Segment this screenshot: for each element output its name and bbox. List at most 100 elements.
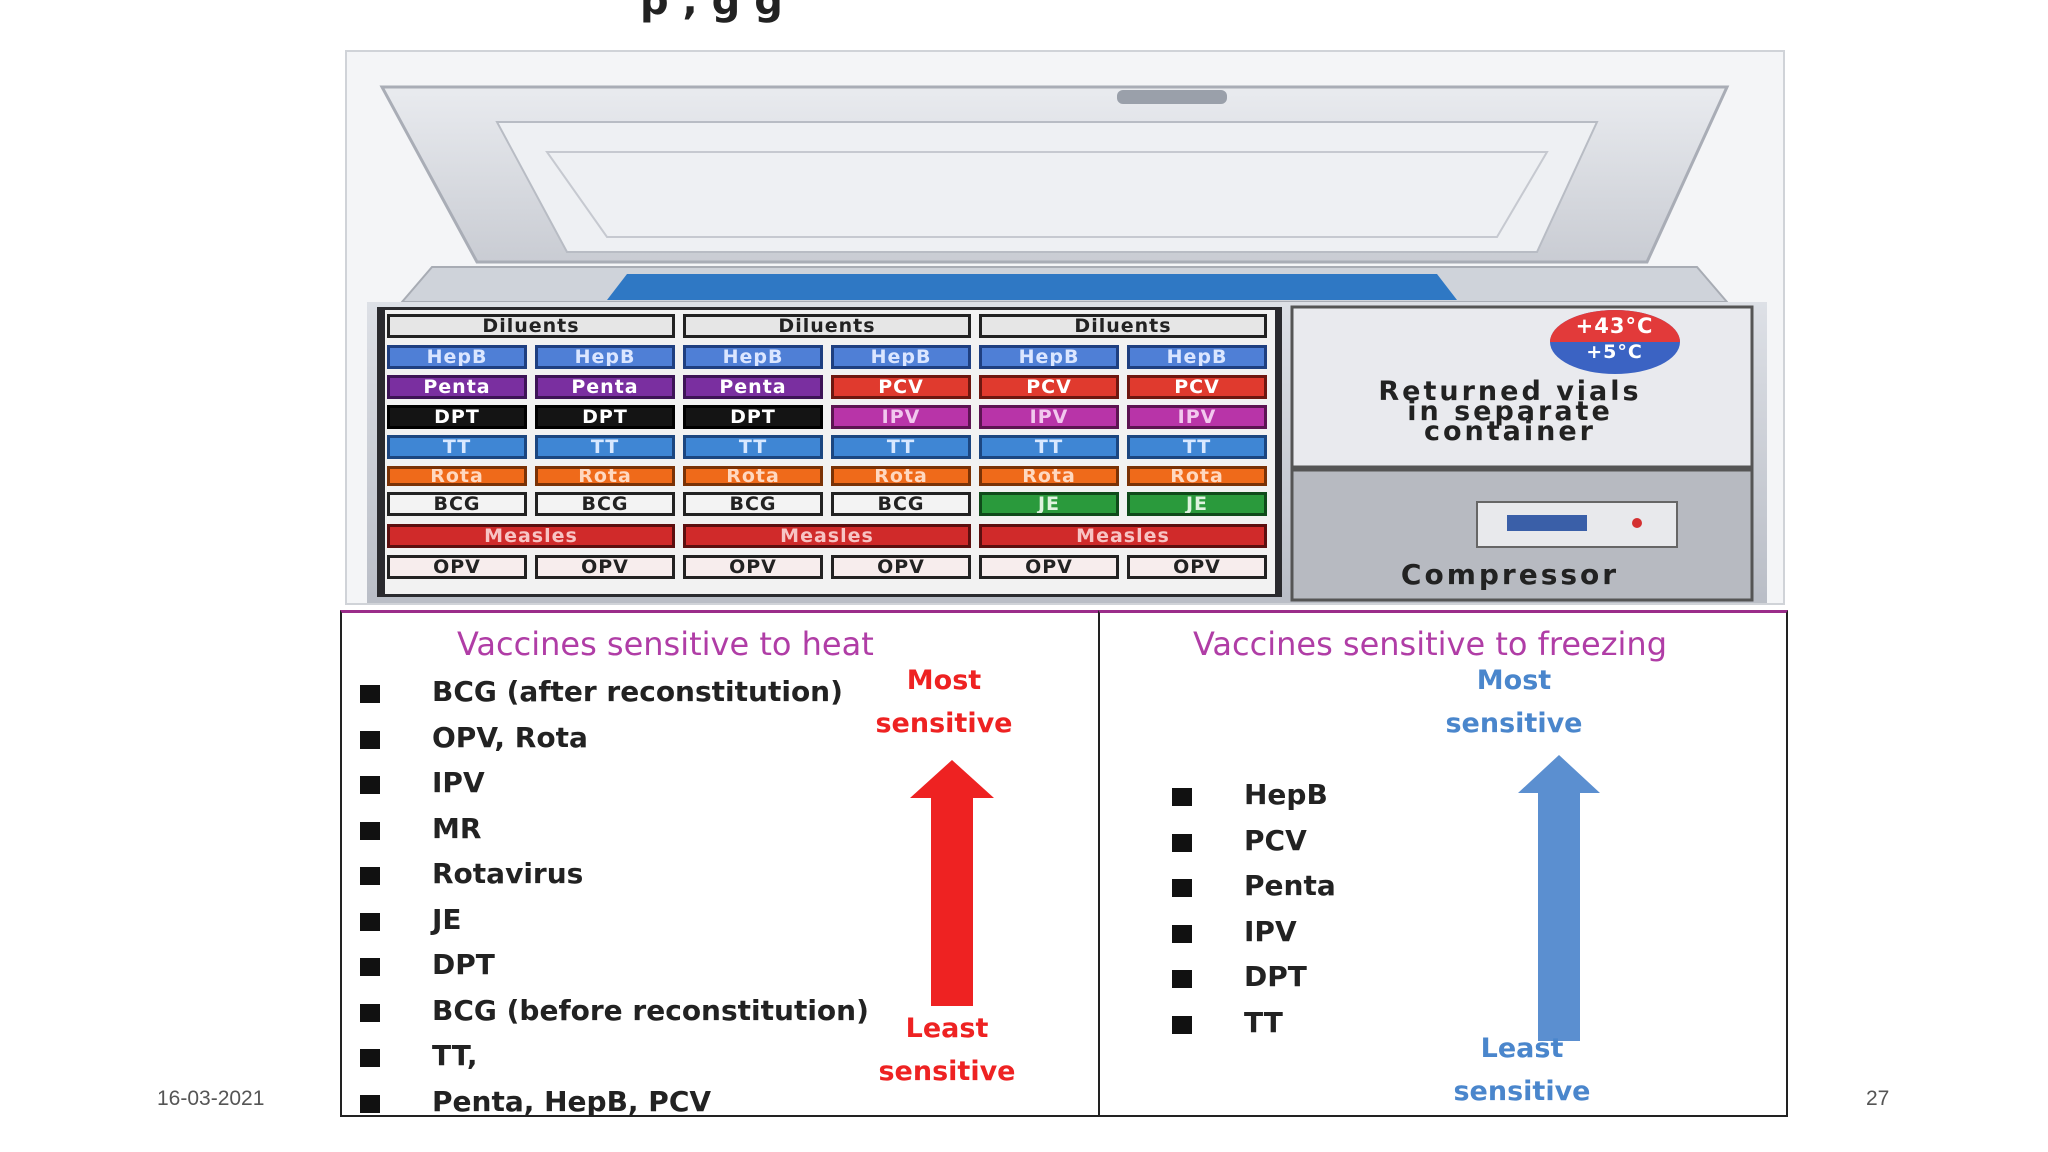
- vaccine-compartment-label: JE: [1127, 492, 1267, 516]
- slide-title-text: p , g g: [640, 0, 783, 24]
- heat-least-label-line1: Least: [905, 1013, 989, 1044]
- vaccine-name: IPV: [432, 766, 485, 799]
- freezing-most-label-line1: Most: [1476, 665, 1552, 696]
- temp-high-label: +43°C: [1575, 314, 1654, 338]
- vaccine-compartment-label: PCV: [979, 375, 1119, 399]
- vaccine-compartment-label: OPV: [979, 555, 1119, 579]
- vaccine-compartment-label: HepB: [831, 345, 971, 369]
- vaccine-compartment-label: OPV: [683, 555, 823, 579]
- vaccine-compartment-label: TT: [683, 435, 823, 459]
- vaccine-compartment-label: Diluents: [979, 314, 1267, 338]
- square-bullet-icon: [1172, 1015, 1192, 1034]
- vaccine-compartment-label: BCG: [387, 492, 527, 516]
- square-bullet-icon: [360, 867, 380, 885]
- vaccine-name: DPT: [1244, 960, 1307, 993]
- square-bullet-icon: [360, 1003, 380, 1022]
- square-bullet-icon: [1172, 788, 1192, 806]
- vaccine-compartment-label: BCG: [535, 492, 675, 516]
- vaccine-compartment-label: BCG: [831, 492, 971, 516]
- vaccine-compartment-label: Penta: [387, 375, 527, 399]
- freezing-least-label-line2: sensitive: [1453, 1076, 1591, 1107]
- returned-vials-line: in separate: [1407, 396, 1613, 427]
- vaccine-compartment-label: Penta: [683, 375, 823, 399]
- vaccine-compartment-label: PCV: [1127, 375, 1267, 399]
- freezing-most-label-line2: sensitive: [1445, 708, 1583, 739]
- freezing-panel-title: Vaccines sensitive to freezing: [1193, 625, 1668, 663]
- vaccine-name: TT: [1244, 1005, 1283, 1039]
- returned-vials-line: container: [1423, 416, 1596, 447]
- vaccine-compartment-label: TT: [535, 435, 675, 459]
- vaccine-name: Rotavirus: [432, 857, 584, 890]
- vaccine-compartment-label: HepB: [979, 345, 1119, 369]
- square-bullet-icon: [360, 730, 380, 749]
- vaccine-name: Penta, HepB, PCV: [432, 1084, 712, 1118]
- vaccine-compartment-label: OPV: [831, 555, 971, 579]
- square-bullet-icon: [360, 912, 380, 931]
- heat-panel-title: Vaccines sensitive to heat: [457, 625, 874, 663]
- vaccine-compartment-label: TT: [831, 435, 971, 459]
- vaccine-compartment-label: HepB: [1127, 345, 1267, 369]
- vaccine-compartment-label: BCG: [683, 492, 823, 516]
- vaccine-compartment-label: IPV: [831, 405, 971, 429]
- vaccine-name: DPT: [432, 948, 495, 981]
- vaccine-compartment-label: Rota: [387, 466, 527, 486]
- vaccine-compartment-label: Measles: [387, 524, 675, 548]
- vaccine-compartment-label: HepB: [535, 345, 675, 369]
- vaccine-name: Penta: [1244, 869, 1336, 902]
- square-bullet-icon: [360, 1094, 380, 1113]
- freezing-least-label-line1: Least: [1480, 1033, 1564, 1064]
- vaccine-compartment-label: OPV: [1127, 555, 1267, 579]
- vaccine-name: PCV: [1244, 823, 1307, 857]
- vaccine-compartment-label: DPT: [387, 405, 527, 429]
- vaccine-compartment-label: HepB: [387, 345, 527, 369]
- square-bullet-icon: [360, 776, 380, 794]
- vaccine-compartment-label: Rota: [831, 466, 971, 486]
- vaccine-compartment-label: Rota: [683, 466, 823, 486]
- vaccine-name: BCG (before reconstitution): [432, 993, 869, 1027]
- freezing-sensitive-panel: Vaccines sensitive to freezing HepB PCV Pe…: [1098, 610, 1788, 1117]
- vaccine-compartment-label: OPV: [535, 555, 675, 579]
- heat-sensitive-panel: Vaccines sensitive to heat BCG (after re…: [340, 610, 1100, 1118]
- vaccine-compartment-label: Rota: [979, 466, 1119, 486]
- vaccine-name: MR: [432, 811, 482, 845]
- vaccine-compartment-label: OPV: [387, 555, 527, 579]
- vaccine-compartment-label: TT: [979, 435, 1119, 459]
- vaccine-compartment-label: TT: [387, 435, 527, 459]
- vaccine-compartment-label: Rota: [535, 466, 675, 486]
- vaccine-compartment-label: DPT: [535, 405, 675, 429]
- square-bullet-icon: [360, 1049, 380, 1067]
- vaccine-compartment-label: Diluents: [387, 314, 675, 338]
- vaccine-compartment-label: JE: [979, 492, 1119, 516]
- square-bullet-icon: [360, 958, 380, 976]
- slide-page-number: 27: [1866, 1087, 1890, 1110]
- square-bullet-icon: [1172, 970, 1192, 988]
- heat-most-label-line2: sensitive: [875, 708, 1013, 739]
- vaccine-name: OPV, Rota: [432, 720, 588, 754]
- heat-sensitivity-arrow-icon: [910, 760, 994, 1006]
- heat-least-label-line2: sensitive: [878, 1056, 1016, 1087]
- vaccine-compartment-label: PCV: [831, 375, 971, 399]
- temp-low-label: +5°C: [1586, 341, 1643, 363]
- vaccine-name: JE: [432, 902, 462, 936]
- slide-title: p , g g: [340, 0, 1790, 40]
- vaccine-compartment-label: TT: [1127, 435, 1267, 459]
- slide-date: 16-03-2021: [157, 1087, 265, 1110]
- compressor-label: Compressor: [1400, 558, 1620, 591]
- vaccine-compartment-label: Measles: [979, 524, 1267, 548]
- vaccine-compartment-label: IPV: [1127, 405, 1267, 429]
- vaccine-compartment-label: Diluents: [683, 314, 971, 338]
- vaccine-compartment-label: Rota: [1127, 466, 1267, 486]
- vaccine-compartment-label: Penta: [535, 375, 675, 399]
- square-bullet-icon: [360, 685, 380, 703]
- square-bullet-icon: [1172, 924, 1192, 943]
- returned-vials-line: Returned vials: [1378, 376, 1642, 407]
- vaccine-compartment-label: Measles: [683, 524, 971, 548]
- square-bullet-icon: [360, 821, 380, 840]
- vaccine-compartment-label: HepB: [683, 345, 823, 369]
- vaccine-name: BCG (after reconstitution): [432, 675, 843, 708]
- vaccine-name: TT,: [432, 1039, 478, 1072]
- square-bullet-icon: [1172, 833, 1192, 852]
- vaccine-name: HepB: [1244, 778, 1328, 811]
- vaccine-compartment-label: DPT: [683, 405, 823, 429]
- vaccine-name: IPV: [1244, 914, 1297, 948]
